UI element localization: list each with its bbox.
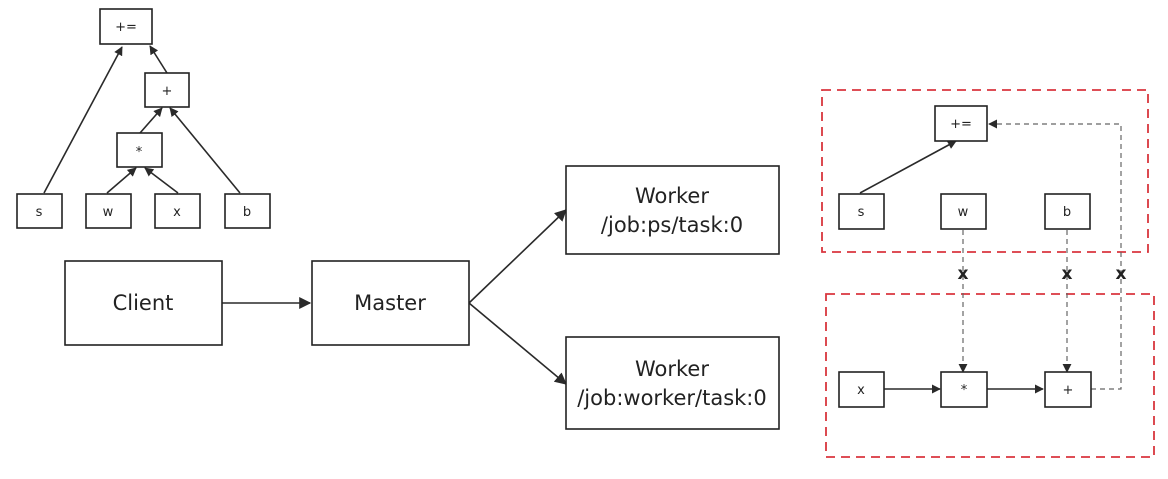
b-node: b [224, 193, 271, 229]
client-label: Client [113, 291, 174, 315]
transfer-mark-w: x [958, 264, 969, 284]
x-label: x [173, 205, 181, 220]
master-label: Master [354, 291, 426, 315]
worker-mul-label: * [961, 383, 968, 398]
add-label: + [162, 84, 173, 99]
worker-x-node: x [838, 371, 885, 408]
edge-add-to-add-assign [149, 45, 168, 74]
worker-box: Worker /job:worker/task:0 [565, 336, 780, 430]
ps-worker-title: Worker [635, 184, 709, 208]
add-assign-node: += [99, 8, 153, 45]
worker-job: /job:worker/task:0 [577, 386, 767, 410]
add-assign-label: += [115, 20, 137, 35]
ps-b-node: b [1044, 193, 1091, 230]
ps-worker-box: Worker /job:ps/task:0 [565, 165, 780, 255]
ps-w-node: w [940, 193, 987, 230]
transfer-mark-b: x [1062, 264, 1073, 284]
s-label: s [36, 205, 43, 220]
computation-graph: += + * s w x b [16, 8, 271, 229]
mul-node: * [116, 132, 163, 168]
worker-title: Worker [635, 357, 709, 381]
worker-mul-node: * [940, 371, 988, 408]
ps-s-node: s [838, 193, 885, 230]
ps-worker-job: /job:ps/task:0 [601, 213, 743, 237]
partitioned-graph: x x x += s w b x * [821, 89, 1155, 458]
mul-label: * [136, 145, 143, 160]
ps-b-label: b [1063, 205, 1071, 220]
w-label: w [103, 205, 114, 220]
ps-s-label: s [858, 205, 865, 220]
edge-mul-to-add [139, 107, 163, 134]
edge-remote-add-to-add-assign [988, 119, 1122, 390]
cluster-diagram: Client Master Worker /job:ps/task:0 Work… [64, 165, 780, 430]
w-node: w [85, 193, 132, 229]
client-box: Client [64, 260, 223, 346]
master-box: Master [311, 260, 470, 346]
worker-add-node: + [1044, 371, 1092, 408]
edge-b-to-add [169, 107, 241, 194]
add-node: + [144, 72, 190, 108]
edge-master-to-ps-worker [468, 209, 567, 304]
worker-add-label: + [1063, 383, 1074, 398]
s-node: s [16, 193, 63, 229]
transfer-mark-add: x [1116, 264, 1127, 284]
edge-s-to-add-assign [43, 46, 123, 194]
edge-master-to-worker [468, 302, 567, 385]
worker-partition-border [825, 293, 1155, 458]
ps-add-assign-label: += [950, 117, 972, 132]
ps-partition-border [821, 89, 1149, 253]
edge-ps-s-to-add-assign [859, 140, 957, 194]
edge-x-to-mul [144, 167, 179, 194]
ps-w-label: w [958, 205, 969, 220]
b-label: b [243, 205, 251, 220]
edge-w-to-mul [106, 167, 137, 194]
x-node: x [154, 193, 201, 229]
ps-add-assign-node: += [934, 105, 988, 142]
worker-x-label: x [857, 383, 865, 398]
